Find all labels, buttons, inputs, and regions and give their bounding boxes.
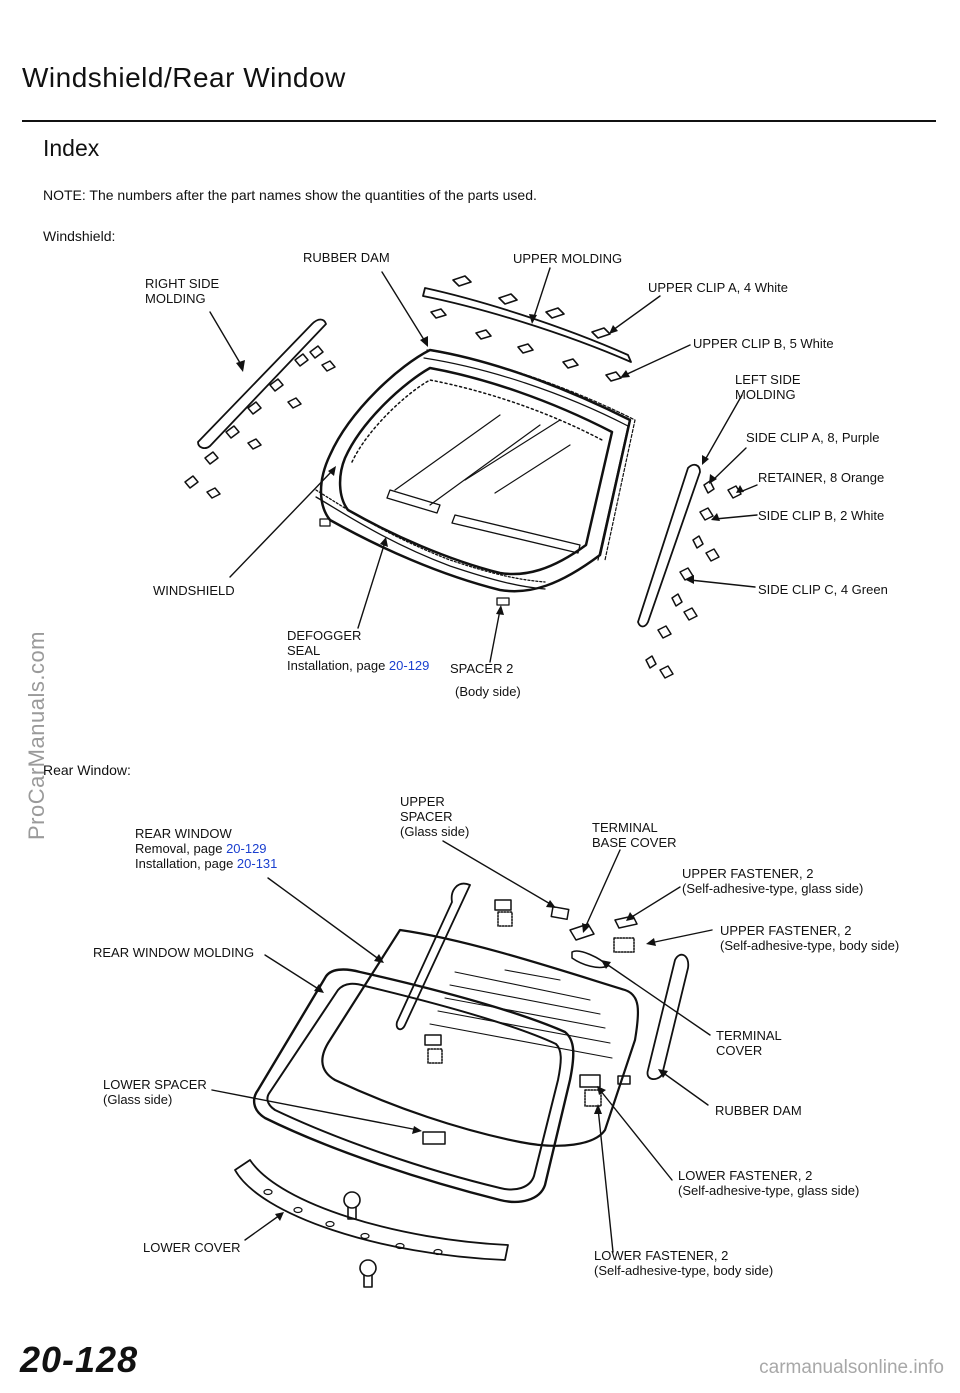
upper-molding (422, 287, 632, 363)
label-lower-cover: LOWER COVER (143, 1240, 241, 1255)
label-upper-clip-b: UPPER CLIP B, 5 White (693, 336, 834, 351)
page-number: 20-128 (20, 1339, 139, 1380)
page-title: Windshield/Rear Window (22, 62, 346, 93)
section-label-rear-window: Rear Window: (43, 762, 131, 778)
link-rear-window-installation[interactable]: 20-131 (236, 856, 278, 871)
section-title-index: Index (43, 135, 100, 161)
label-side-clip-a: SIDE CLIP A, 8, Purple (746, 430, 880, 445)
label-upper-clip-a: UPPER CLIP A, 4 White (648, 280, 788, 295)
right-side-clips (184, 345, 336, 499)
label-spacer: SPACER 2 (450, 661, 514, 676)
label-rubber-dam: RUBBER DAM (303, 250, 390, 265)
link-rear-window-removal[interactable]: 20-129 (226, 841, 267, 856)
label-upper-molding: UPPER MOLDING (513, 251, 623, 266)
section-label-windshield: Windshield: (43, 228, 116, 244)
rear-window-molding (252, 968, 575, 1204)
label-windshield: WINDSHIELD (153, 583, 235, 598)
label-upper-fastener-body: UPPER FASTENER, 2(Self-adhesive-type, bo… (720, 923, 900, 953)
label-spacer-note: (Body side) (455, 684, 521, 699)
watermark-left: ProCarManuals.com (24, 630, 49, 840)
label-side-clip-b: SIDE CLIP B, 2 White (758, 508, 885, 523)
label-lower-fastener-glass: LOWER FASTENER, 2(Self-adhesive-type, gl… (678, 1168, 860, 1198)
label-upper-fastener-glass: UPPER FASTENER, 2(Self-adhesive-type, gl… (682, 866, 864, 896)
title-rule (22, 120, 936, 122)
upper-clips (430, 275, 622, 382)
label-rear-rubber-dam: RUBBER DAM (715, 1103, 802, 1118)
right-side-molding (197, 318, 327, 449)
rear-rubber-dam (395, 882, 471, 1031)
note-text: NOTE: The numbers after the part names s… (43, 187, 537, 203)
label-lower-fastener-body: LOWER FASTENER, 2(Self-adhesive-type, bo… (594, 1248, 774, 1278)
rear-lower-cover (234, 1159, 509, 1261)
left-side-molding (637, 463, 701, 628)
label-rear-window-molding: REAR WINDOW MOLDING (93, 945, 255, 960)
label-side-clip-c: SIDE CLIP C, 4 Green (758, 582, 888, 597)
watermark-bottom: carmanualsonline.info (759, 1357, 944, 1378)
label-rear-window: REAR WINDOW Removal, page 20-129 Install… (135, 826, 278, 871)
label-retainer: RETAINER, 8 Orange (758, 470, 885, 485)
windshield-glass (319, 348, 632, 593)
label-lower-spacer: LOWER SPACER(Glass side) (103, 1077, 207, 1107)
rear-window-glass (321, 928, 640, 1147)
link-defogger-installation[interactable]: 20-129 (388, 658, 430, 673)
